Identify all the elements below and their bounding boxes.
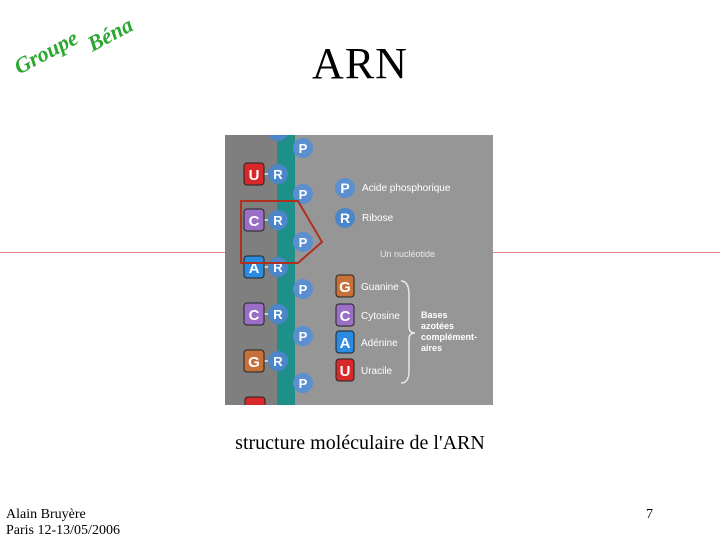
legend-base-label-C: Cytosine bbox=[361, 311, 400, 322]
ribose-partial-top bbox=[268, 135, 288, 141]
phosphate-6 bbox=[293, 373, 313, 393]
logo-word-bena: Béna bbox=[82, 12, 137, 57]
ribose-letter-4: R bbox=[273, 307, 283, 322]
strand-base-3 bbox=[243, 255, 265, 279]
ribose-4 bbox=[268, 304, 288, 324]
phosphate-letter-2: P bbox=[299, 187, 308, 202]
legend-base-letter-A: A bbox=[340, 335, 351, 352]
strand-base-5 bbox=[243, 349, 265, 373]
base-partial-bottom bbox=[244, 396, 266, 405]
phosphate-letter-1: P bbox=[299, 141, 308, 156]
ribose-5 bbox=[268, 351, 288, 371]
strand-base-1 bbox=[243, 162, 265, 186]
strand-base-letter-2: C bbox=[249, 213, 260, 230]
legend-base-letter-C: C bbox=[340, 308, 351, 325]
ribose-letter-5: R bbox=[273, 354, 283, 369]
nucleotide-label: Un nucléotide bbox=[380, 249, 435, 259]
footer-place-date: Paris 12-13/05/2006 bbox=[6, 523, 120, 538]
phosphate-letter-5: P bbox=[299, 329, 308, 344]
figure-caption: structure moléculaire de l'ARN bbox=[235, 432, 485, 454]
legend-phosphate: P Acide phosphorique bbox=[335, 178, 451, 198]
strand-base-letter-3: A bbox=[249, 260, 260, 277]
ribose-letter-2: R bbox=[273, 213, 283, 228]
legend-base-A bbox=[335, 330, 355, 354]
groupe-bena-logo: Groupe Béna bbox=[10, 12, 137, 75]
nucleotide-frame bbox=[240, 200, 324, 264]
ribose-legend-letter: R bbox=[340, 210, 350, 226]
ribose-legend-symbol bbox=[335, 208, 355, 228]
bases-brace bbox=[400, 280, 416, 384]
legend-base-C bbox=[335, 303, 355, 327]
phosphate-letter-3: P bbox=[299, 235, 308, 250]
strand-base-4 bbox=[243, 302, 265, 326]
phosphate-letter-4: P bbox=[299, 282, 308, 297]
ribose-legend-label: Ribose bbox=[362, 213, 394, 224]
phosphate-5 bbox=[293, 326, 313, 346]
legend-base-U bbox=[335, 358, 355, 382]
phosphate-4 bbox=[293, 279, 313, 299]
strand-base-letter-5: G bbox=[248, 354, 260, 371]
legend-base-G bbox=[335, 274, 355, 298]
footer-author: Alain Bruyère bbox=[6, 507, 86, 522]
bases-group-label-1: Bases bbox=[421, 310, 448, 320]
phosphate-legend-letter: P bbox=[340, 180, 349, 196]
strand-base-letter-1: U bbox=[249, 167, 260, 184]
slide-title: ARN bbox=[312, 39, 408, 88]
legend-ribose: R Ribose bbox=[335, 208, 394, 228]
phosphate-3 bbox=[293, 232, 313, 252]
ribose-letter-3: R bbox=[273, 260, 283, 275]
phosphate-legend-label: Acide phosphorique bbox=[362, 183, 451, 194]
phosphate-1 bbox=[293, 138, 313, 158]
page-number: 7 bbox=[646, 507, 653, 522]
legend-base-letter-U: U bbox=[340, 363, 351, 380]
bases-group-label-4: aires bbox=[421, 343, 442, 353]
ribose-2 bbox=[268, 210, 288, 230]
ribose-1 bbox=[268, 164, 288, 184]
logo-word-groupe: Groupe bbox=[10, 25, 82, 75]
phosphate-2 bbox=[293, 184, 313, 204]
legend-base-letter-G: G bbox=[339, 279, 351, 296]
bases-group-label-3: complément- bbox=[421, 332, 477, 342]
phosphate-legend-symbol bbox=[335, 178, 355, 198]
ribose-letter-1: R bbox=[273, 167, 283, 182]
strand-base-letter-4: C bbox=[249, 307, 260, 324]
bases-group-label-2: azotées bbox=[421, 321, 454, 331]
legend-base-label-A: Adénine bbox=[361, 338, 398, 349]
footer-credits: Alain Bruyère Paris 12-13/05/2006 bbox=[6, 507, 120, 539]
phosphate-letter-6: P bbox=[299, 376, 308, 391]
legend-base-label-U: Uracile bbox=[361, 366, 393, 377]
legend-base-label-G: Guanine bbox=[361, 282, 399, 293]
strand-base-2 bbox=[243, 208, 265, 232]
